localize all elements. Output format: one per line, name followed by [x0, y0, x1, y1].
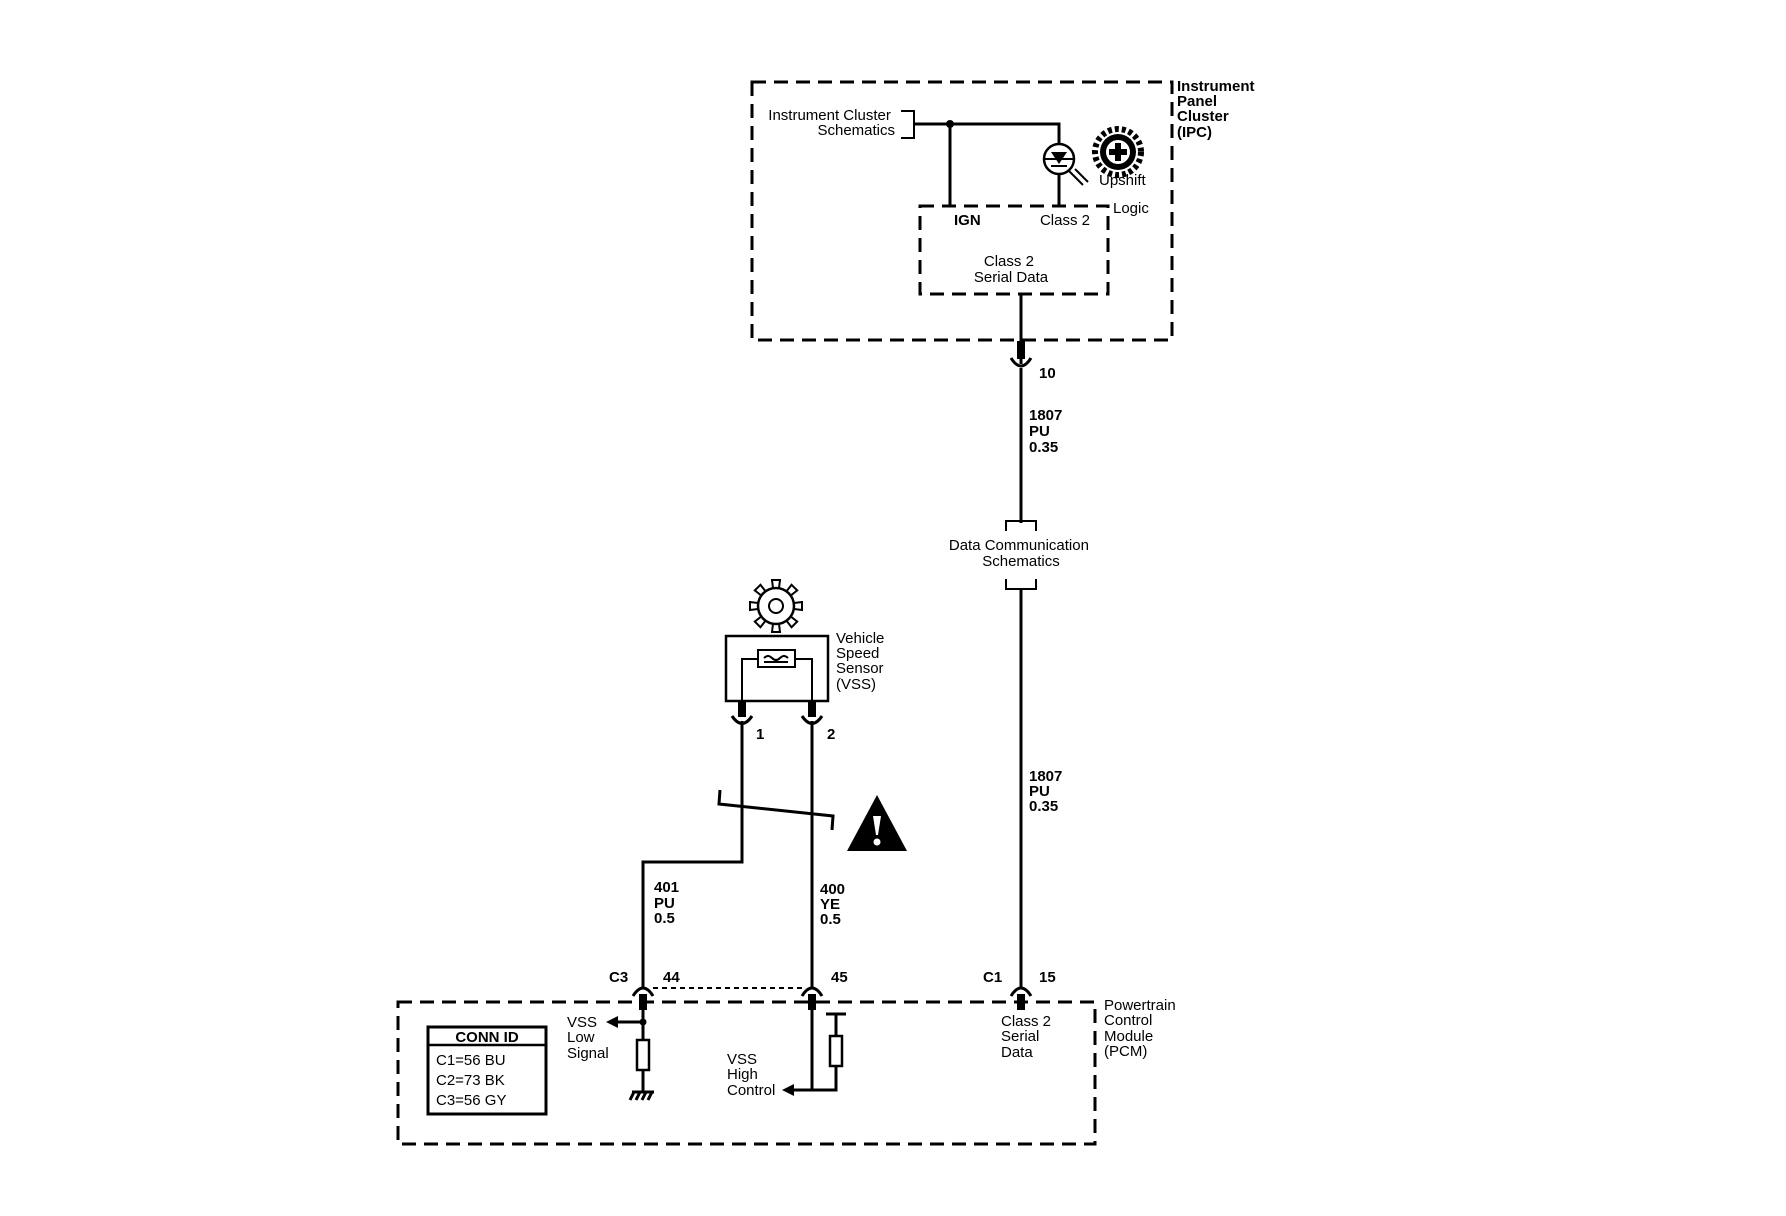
conn-id-row: C3=56 GY: [436, 1092, 506, 1109]
upshift-gear-icon: [1092, 126, 1144, 178]
connector-15-icon: [1009, 986, 1033, 997]
class2-label: Class 2: [1040, 212, 1090, 229]
pin-15-label: 15: [1039, 969, 1056, 986]
vss-pickup-coil-icon: [757, 649, 796, 668]
logic-label: Logic: [1113, 200, 1149, 217]
wire-1807-top-label: 1807 PU 0.35: [1029, 407, 1067, 456]
low-resistor: [635, 1038, 651, 1072]
vss-coil-wave-icon: [763, 655, 789, 663]
data-comm-label: Data Communication Schematics: [949, 537, 1093, 570]
conn-id-table: CONN ID C1=56 BU C2=73 BK C3=56 GY: [426, 1025, 548, 1116]
ign-label: IGN: [954, 212, 981, 229]
data-comm-bracket-top: [1005, 520, 1037, 531]
conn-id-title: CONN ID: [455, 1029, 519, 1046]
cluster-schematics-label: Instrument Cluster Schematics: [768, 107, 895, 139]
logic-box: [918, 204, 1110, 296]
caution-icon: [847, 795, 907, 851]
wire-1807-bottom-label: 1807 PU 0.35: [1029, 768, 1067, 815]
vss-low-signal-label: VSS Low Signal: [567, 1014, 609, 1062]
ground-symbol-icon: [628, 1090, 654, 1101]
wire-400-label: 400 YE 0.5: [820, 881, 849, 928]
vss-internal-wire: [741, 658, 813, 701]
vss-high-control-label: VSS High Control: [727, 1051, 775, 1099]
upshift-led-icon: [1042, 142, 1089, 186]
cluster-schematics-bracket: [901, 110, 915, 139]
data-comm-bracket-bottom: [1005, 579, 1037, 590]
ipc-connector-pin: [1017, 341, 1025, 359]
pcm-pin-45: [808, 994, 816, 1010]
wire-401-label: 401 PU 0.5: [654, 879, 683, 927]
wire-401: [641, 721, 744, 988]
vss-pin-1: [738, 701, 746, 717]
upshift-label: Upshift: [1099, 172, 1147, 189]
high-arrow-head-icon: [782, 1084, 794, 1096]
pcm-high-wire: [792, 1010, 814, 1092]
low-arrow-head-icon: [606, 1016, 618, 1028]
connector-45-icon: [800, 986, 824, 997]
ipc-boundary: [750, 80, 1174, 342]
vss-pin-2: [808, 701, 816, 717]
pin-45-label: 45: [831, 969, 848, 986]
ipc-serial-label: Class 2 Serial Data: [974, 253, 1049, 286]
connector-44-icon: [631, 986, 655, 997]
pin-10-label: 10: [1039, 365, 1056, 382]
conn-id-row: C2=73 BK: [436, 1072, 505, 1089]
pin-2-label: 2: [827, 726, 835, 743]
gear-icon: [749, 579, 803, 633]
conn-id-row: C1=56 BU: [436, 1052, 506, 1069]
vss-name: Vehicle Speed Sensor (VSS): [836, 630, 889, 693]
ipc-name: Instrument Panel Cluster (IPC): [1177, 78, 1259, 141]
cluster-feed-wire: [914, 122, 1061, 144]
pin-44-label: 44: [663, 969, 680, 986]
c1-label: C1: [983, 969, 1002, 986]
pcm-name: Powertrain Control Module (PCM): [1104, 997, 1180, 1060]
connector-10-icon: [1009, 357, 1033, 368]
pcm-serial-data-label: Class 2 Serial Data: [1001, 1013, 1055, 1061]
pin-1-label: 1: [756, 726, 764, 743]
c3-label: C3: [609, 969, 628, 986]
twisted-pair-symbol: [717, 789, 835, 831]
pcm-boundary: [396, 1000, 1097, 1146]
high-resistor: [828, 1034, 844, 1068]
